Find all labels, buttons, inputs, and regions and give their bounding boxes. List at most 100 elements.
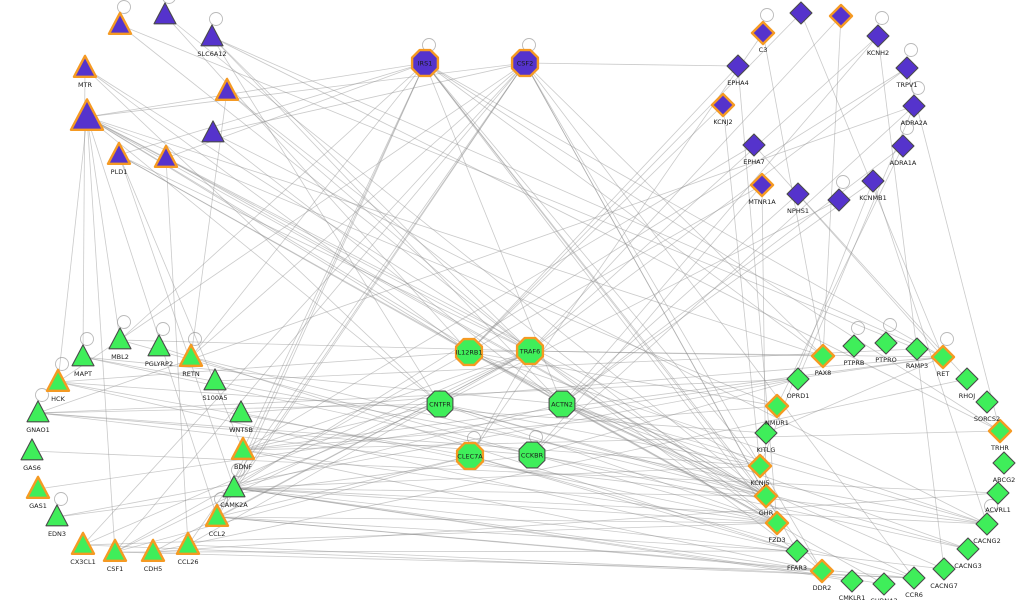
- edge: [57, 381, 798, 552]
- node-OPRD1[interactable]: [786, 367, 810, 391]
- node-MBL2[interactable]: [108, 327, 132, 350]
- node-SLC6A12[interactable]: [200, 24, 224, 47]
- node-PLD1[interactable]: [106, 141, 132, 166]
- node-label-KCNH2: KCNH2: [867, 49, 889, 57]
- edge: [84, 67, 441, 405]
- node-pd9[interactable]: [827, 188, 851, 212]
- edge: [469, 455, 798, 552]
- node-RET[interactable]: [930, 344, 956, 370]
- node-KITLG[interactable]: [754, 421, 778, 445]
- self-loop-edge: [911, 81, 925, 95]
- node-GNAO1[interactable]: [26, 400, 50, 423]
- node-label-ACVRL1: ACVRL1: [985, 506, 1011, 514]
- node-pd3[interactable]: [828, 3, 854, 29]
- edge: [561, 403, 945, 570]
- edge: [468, 351, 988, 525]
- node-KCNMB1[interactable]: [861, 169, 885, 193]
- node-C3[interactable]: [750, 20, 776, 46]
- node-CACNG7[interactable]: [932, 557, 956, 581]
- node-S100A5[interactable]: [203, 368, 227, 391]
- node-ADRA1A[interactable]: [891, 134, 915, 158]
- node-CACNG2[interactable]: [975, 512, 999, 536]
- node-MTNR1A[interactable]: [749, 172, 775, 198]
- node-pt9[interactable]: [153, 144, 179, 169]
- node-KCNH2[interactable]: [866, 24, 890, 48]
- node-PGLYRP2[interactable]: [147, 334, 171, 357]
- node-FZD3[interactable]: [764, 510, 790, 536]
- node-ACTN2[interactable]: [548, 390, 576, 418]
- node-ADRA2A[interactable]: [902, 94, 926, 118]
- node-CCR6[interactable]: [902, 566, 926, 590]
- node-ACVRL1[interactable]: [986, 481, 1010, 505]
- node-pd2[interactable]: [789, 1, 813, 25]
- node-label-TRHR: TRHR: [990, 444, 1009, 452]
- node-GAS6[interactable]: [20, 438, 44, 461]
- edge: [37, 412, 988, 525]
- node-RAMP3[interactable]: [905, 337, 929, 361]
- node-pt1[interactable]: [107, 11, 133, 35]
- node-CACNG3[interactable]: [956, 537, 980, 561]
- node-MTR[interactable]: [72, 54, 98, 79]
- edge: [216, 516, 915, 579]
- node-RHOJ[interactable]: [955, 367, 979, 391]
- node-EPHA4[interactable]: [726, 54, 750, 78]
- node-CCL26[interactable]: [175, 531, 201, 555]
- node-TRHR[interactable]: [987, 418, 1013, 444]
- node-EDN3[interactable]: [45, 504, 69, 527]
- node-TRPV1[interactable]: [895, 56, 919, 80]
- edge: [211, 36, 531, 352]
- node-IRS1[interactable]: [410, 48, 440, 78]
- node-IL12RB1[interactable]: [454, 337, 484, 367]
- node-PTPRB[interactable]: [842, 334, 866, 358]
- node-pt2[interactable]: [153, 2, 177, 25]
- node-pt6[interactable]: [69, 98, 105, 132]
- node-HCK[interactable]: [45, 368, 71, 392]
- edge: [468, 351, 767, 497]
- edge: [233, 403, 441, 489]
- node-KCNJ5[interactable]: [747, 453, 773, 479]
- node-NPHS1[interactable]: [786, 182, 810, 206]
- node-EPHA7[interactable]: [742, 133, 766, 157]
- node-GAS1[interactable]: [25, 475, 51, 499]
- node-BDNF[interactable]: [230, 436, 256, 460]
- node-SORCS2[interactable]: [975, 390, 999, 414]
- node-pt7[interactable]: [201, 120, 225, 143]
- node-CSF2[interactable]: [510, 48, 540, 78]
- node-ABCG2[interactable]: [992, 451, 1016, 475]
- node-label-GNAO1: GNAO1: [26, 426, 49, 434]
- node-CAMK2A[interactable]: [222, 475, 246, 498]
- node-CCKBR[interactable]: [518, 441, 546, 469]
- node-FFAR3[interactable]: [785, 539, 809, 563]
- edge: [216, 516, 823, 572]
- node-NMUR1[interactable]: [764, 393, 790, 419]
- node-CSF1[interactable]: [102, 538, 128, 562]
- node-TRAF6[interactable]: [515, 336, 545, 366]
- node-CCL2[interactable]: [204, 503, 230, 527]
- node-KCNJ2[interactable]: [710, 92, 736, 118]
- node-CDH5[interactable]: [140, 538, 166, 562]
- edge: [211, 36, 441, 405]
- edge: [216, 455, 471, 518]
- node-PTPRO[interactable]: [874, 331, 898, 355]
- edges-layer: [31, 12, 1001, 585]
- node-label-CDH5: CDH5: [144, 565, 163, 573]
- node-DDR2[interactable]: [809, 558, 835, 584]
- edge: [524, 62, 739, 67]
- edge: [57, 351, 470, 383]
- node-CLEC7A[interactable]: [455, 441, 485, 471]
- node-RETN[interactable]: [178, 343, 204, 367]
- node-PAX8[interactable]: [810, 343, 836, 369]
- node-CMKLR1[interactable]: [840, 569, 864, 593]
- node-CHRNA3[interactable]: [872, 572, 896, 596]
- edge: [226, 90, 531, 352]
- edge: [82, 62, 526, 546]
- node-pt5[interactable]: [214, 77, 240, 102]
- edge: [119, 62, 426, 341]
- node-MAPT[interactable]: [71, 344, 95, 367]
- node-GHR[interactable]: [753, 483, 779, 509]
- node-WNT5B[interactable]: [229, 400, 253, 423]
- node-CX3CL1[interactable]: [70, 531, 96, 555]
- node-CNTFR[interactable]: [426, 390, 454, 418]
